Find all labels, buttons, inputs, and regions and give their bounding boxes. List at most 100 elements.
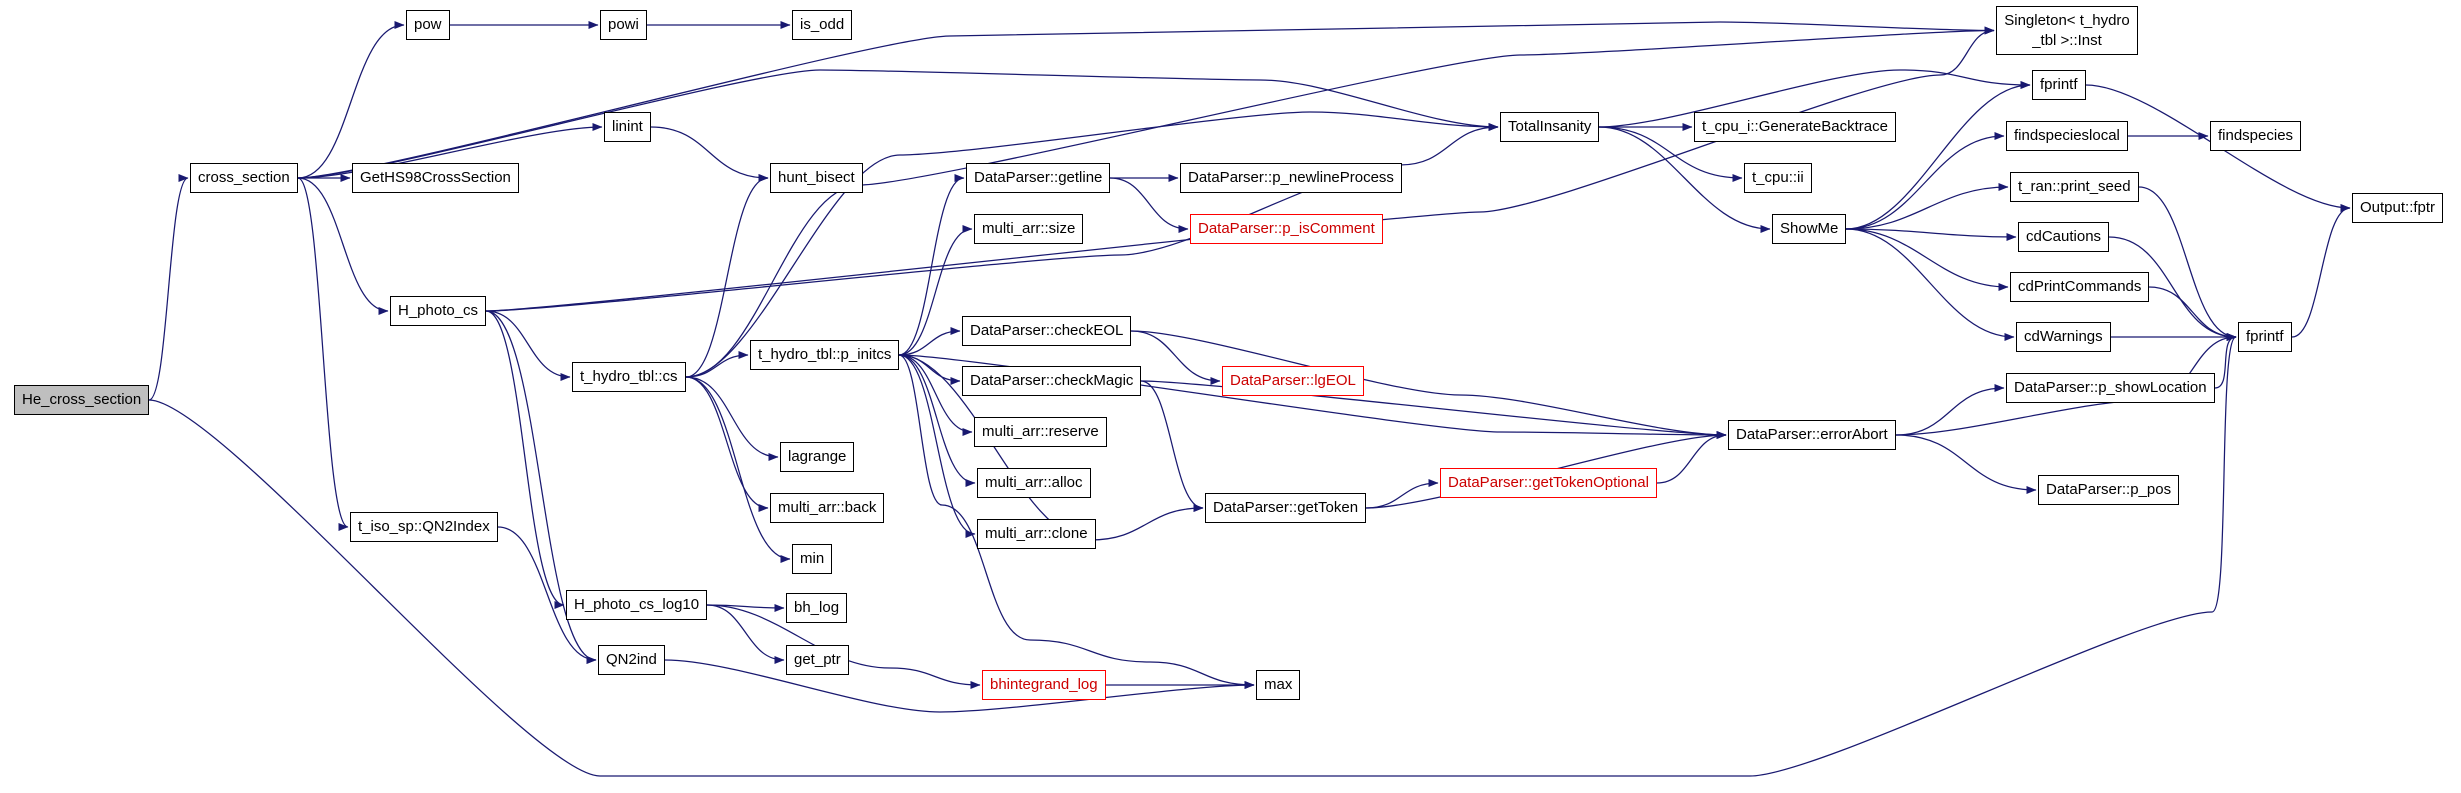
graph-node-is_odd[interactable]: is_odd [792,10,853,40]
edge-checkEOL-to-errorAbort [1130,330,1727,439]
graph-node-p_pos[interactable]: DataParser::p_pos [2038,475,2180,505]
graph-node-cs[interactable]: t_hydro_tbl::cs [572,362,686,392]
graph-node-H_photo_cs[interactable]: H_photo_cs [390,296,487,326]
edge-cross_section-to-TotalInsanity [297,69,1499,179]
edge-he-to-cross_section [148,174,189,401]
edge-cross_section-to-SingletonInst [297,21,1995,179]
edge-getline-to-p_isComment [1109,177,1189,233]
graph-node-size[interactable]: multi_arr::size [974,214,1084,244]
graph-node-TotalInsanity[interactable]: TotalInsanity [1500,112,1600,142]
edge-p_initcs-to-max [898,354,1255,689]
graph-node-errorAbort[interactable]: DataParser::errorAbort [1728,420,1896,450]
edge-checkMagic-to-getToken [1140,380,1204,512]
edge-TotalInsanity-to-fprintf_top [1598,69,2031,128]
edge-cs-to-back [685,376,769,512]
edge-H_photo_cs-to-cs [485,310,571,381]
graph-node-back[interactable]: multi_arr::back [770,493,885,523]
edge-cross_section-to-linint [297,123,603,179]
edge-H_photo_cs-to-TotalInsanity [485,123,1499,312]
edge-cdPrintCommands-to-fprintf_r [2148,286,2237,341]
graph-node-linint[interactable]: linint [604,112,651,142]
graph-node-QN2ind[interactable]: QN2ind [598,645,665,675]
graph-node-min[interactable]: min [792,544,833,574]
edge-errorAbort-to-p_pos [1895,434,2037,494]
graph-node-pow[interactable]: pow [406,10,450,40]
graph-node-cpuii[interactable]: t_cpu::ii [1744,163,1812,193]
graph-node-log10[interactable]: H_photo_cs_log10 [566,590,708,620]
edge-linint-to-hunt_bisect [650,126,769,182]
edge-showLoc-to-fprintf_r [2214,333,2237,389]
edge-getTokenOpt-to-errorAbort [1656,431,1727,484]
graph-node-lagrange[interactable]: lagrange [780,442,855,472]
edge-H_photo_cs-to-log10 [485,310,565,609]
graph-node-get_ptr[interactable]: get_ptr [786,645,849,675]
edge-print_seed-to-fprintf_r [2138,186,2237,341]
graph-node-p_newline[interactable]: DataParser::p_newlineProcess [1180,163,1402,193]
graph-node-powi[interactable]: powi [600,10,647,40]
edge-ShowMe-to-cdCautions [1845,228,2017,241]
graph-node-findlocal[interactable]: findspecieslocal [2006,121,2128,151]
graph-node-getTokenOpt[interactable]: DataParser::getTokenOptional [1440,468,1657,498]
edge-H_photo_cs-to-QN2ind [485,310,597,664]
edge-log10-to-get_ptr [706,604,785,664]
edge-checkMagic-to-errorAbort [1140,380,1727,439]
edge-errorAbort-to-showLoc [1895,384,2005,436]
edge-cross_section-to-t_iso_QN2Index [297,177,349,531]
edge-ShowMe-to-cdPrintCommands [1845,228,2009,291]
edge-log10-to-bhint [706,604,981,689]
graph-node-cdPrintCommands[interactable]: cdPrintCommands [2010,272,2150,302]
graph-node-print_seed[interactable]: t_ran::print_seed [2010,172,2139,202]
graph-node-ShowMe[interactable]: ShowMe [1772,214,1847,244]
graph-node-p_isComment[interactable]: DataParser::p_isComment [1190,214,1383,244]
graph-node-cross_section[interactable]: cross_section [190,163,298,193]
edge-p_initcs-to-checkEOL [898,327,961,356]
edge-TotalInsanity-to-cpuii [1598,126,1743,182]
edge-p_initcs-to-getline [898,174,965,356]
edge-ShowMe-to-findlocal [1845,132,2005,230]
edge-t_iso_QN2Index-to-QN2ind [497,526,597,664]
graph-node-findspecies[interactable]: findspecies [2210,121,2302,151]
graph-node-cdCautions[interactable]: cdCautions [2018,222,2110,252]
edge-p_initcs-to-reserve [898,354,973,436]
edge-p_initcs-to-clone [898,354,976,538]
edge-cross_section-to-H_photo_cs [297,177,389,315]
graph-node-he[interactable]: He_cross_section [14,385,150,415]
graph-node-showLoc[interactable]: DataParser::p_showLocation [2006,373,2215,403]
edge-cs-to-SingletonInst [685,26,1995,378]
edge-H_photo_cs-to-SingletonInst [485,26,1995,312]
graph-node-GetHS98CrossSection[interactable]: GetHS98CrossSection [352,163,519,193]
graph-node-SingletonInst[interactable]: Singleton< t_hydro_tbl >::Inst [1996,6,2138,55]
edge-TotalInsanity-to-ShowMe [1598,126,1771,233]
edge-QN2ind-to-max [664,659,1255,713]
edge-cs-to-TotalInsanity [685,111,1499,378]
graph-node-t_iso_QN2Index[interactable]: t_iso_sp::QN2Index [350,512,498,542]
graph-node-checkEOL[interactable]: DataParser::checkEOL [962,316,1132,346]
graph-node-getline[interactable]: DataParser::getline [966,163,1111,193]
graph-node-Output_fptr[interactable]: Output::fptr [2352,193,2444,223]
graph-node-bhint[interactable]: bhintegrand_log [982,670,1106,700]
graph-node-clone[interactable]: multi_arr::clone [977,519,1096,549]
graph-node-bh_log[interactable]: bh_log [786,593,848,623]
graph-node-p_initcs[interactable]: t_hydro_tbl::p_initcs [750,340,900,370]
edge-cs-to-hunt_bisect [685,174,769,378]
graph-node-fprintf_top[interactable]: fprintf [2032,70,2086,100]
edge-p_initcs-to-size [898,225,973,356]
graph-node-hunt_bisect[interactable]: hunt_bisect [770,163,863,193]
graph-node-checkMagic[interactable]: DataParser::checkMagic [962,366,1142,396]
edge-checkEOL-to-lgEOL [1130,330,1221,385]
edge-cross_section-to-pow [297,21,405,179]
graph-node-getToken[interactable]: DataParser::getToken [1205,493,1367,523]
edge-fprintf_r-to-Output_fptr [2291,204,2351,338]
edge-p_initcs-to-alloc [898,354,976,487]
graph-node-alloc[interactable]: multi_arr::alloc [977,468,1091,498]
edge-ShowMe-to-print_seed [1845,183,2009,230]
edge-ShowMe-to-fprintf_top [1845,81,2031,230]
graph-node-lgEOL[interactable]: DataParser::lgEOL [1222,366,1364,396]
graph-node-reserve[interactable]: multi_arr::reserve [974,417,1107,447]
graph-node-cdWarnings[interactable]: cdWarnings [2016,322,2111,352]
edge-ShowMe-to-cdWarnings [1845,228,2015,341]
graph-node-fprintf_r[interactable]: fprintf [2238,322,2292,352]
graph-node-max[interactable]: max [1256,670,1301,700]
graph-node-backtrace[interactable]: t_cpu_i::GenerateBacktrace [1694,112,1896,142]
